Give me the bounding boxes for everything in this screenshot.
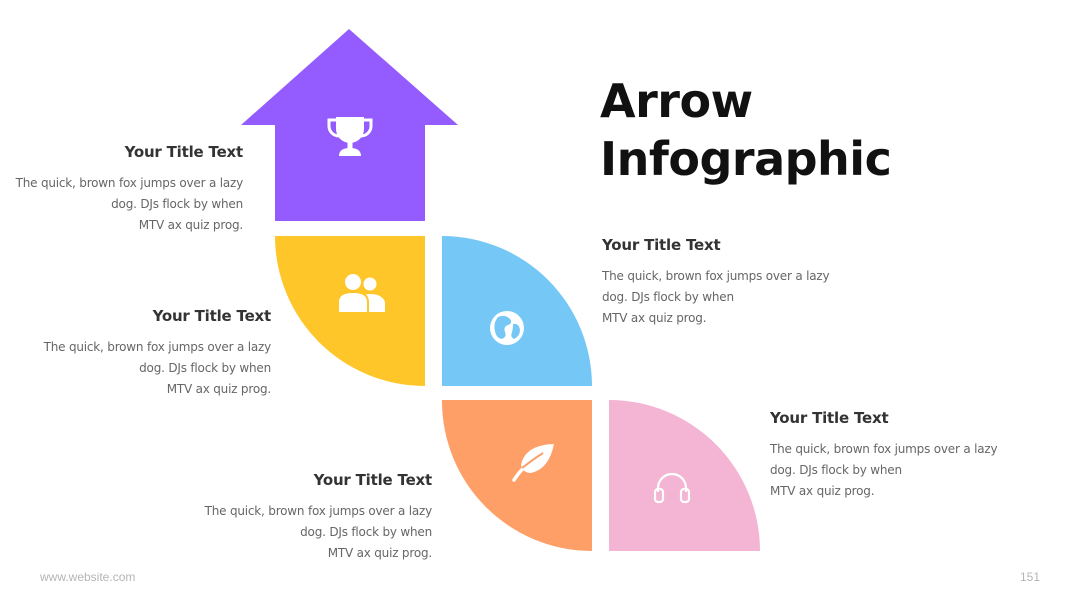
block-description: The quick, brown fox jumps over a lazy d… xyxy=(770,439,998,502)
text-block-5: Your Title Text The quick, brown fox jum… xyxy=(770,409,998,502)
text-block-4: Your Title Text The quick, brown fox jum… xyxy=(204,471,433,564)
text-block-3: Your Title Text The quick, brown fox jum… xyxy=(602,236,830,329)
trophy-icon xyxy=(327,117,373,156)
desc-line: The quick, brown fox jumps over a lazy xyxy=(204,504,433,518)
slide-title: Arrow Infographic xyxy=(600,72,892,188)
desc-line: dog. DJs flock by when xyxy=(602,290,734,304)
block-description: The quick, brown fox jumps over a lazy d… xyxy=(204,501,433,564)
leaf-icon xyxy=(512,444,554,482)
desc-line: The quick, brown fox jumps over a lazy xyxy=(15,176,244,190)
block-title: Your Title Text xyxy=(124,143,244,161)
pink-quarter-shape xyxy=(609,400,760,551)
desc-line: MTV ax quiz prog. xyxy=(602,311,707,325)
desc-line: dog. DJs flock by when xyxy=(139,361,271,375)
page-number: 151 xyxy=(1019,570,1040,584)
globe-icon xyxy=(490,311,524,345)
block-title: Your Title Text xyxy=(602,236,721,254)
desc-line: MTV ax quiz prog. xyxy=(166,382,272,396)
desc-line: dog. DJs flock by when xyxy=(770,463,902,477)
block-title: Your Title Text xyxy=(770,409,889,427)
desc-line: The quick, brown fox jumps over a lazy xyxy=(43,340,272,354)
desc-line: MTV ax quiz prog. xyxy=(138,218,244,232)
desc-line: MTV ax quiz prog. xyxy=(327,546,433,560)
desc-line: dog. DJs flock by when xyxy=(111,197,243,211)
block-description: The quick, brown fox jumps over a lazy d… xyxy=(43,337,272,400)
desc-line: dog. DJs flock by when xyxy=(300,525,432,539)
block-title: Your Title Text xyxy=(152,307,272,325)
headphones-icon xyxy=(653,472,691,504)
block-description: The quick, brown fox jumps over a lazy d… xyxy=(602,266,830,329)
slide-title-line-1: Arrow xyxy=(600,74,753,128)
blue-quarter-shape xyxy=(442,236,592,386)
text-block-2: Your Title Text The quick, brown fox jum… xyxy=(43,307,272,400)
desc-line: The quick, brown fox jumps over a lazy xyxy=(770,442,998,456)
users-icon xyxy=(337,274,385,314)
desc-line: The quick, brown fox jumps over a lazy xyxy=(602,269,830,283)
footer-website: www.website.com xyxy=(40,570,136,584)
slide-title-line-2: Infographic xyxy=(600,132,892,186)
block-title: Your Title Text xyxy=(313,471,433,489)
block-description: The quick, brown fox jumps over a lazy d… xyxy=(15,173,244,236)
text-block-1: Your Title Text The quick, brown fox jum… xyxy=(15,143,244,236)
desc-line: MTV ax quiz prog. xyxy=(770,484,875,498)
